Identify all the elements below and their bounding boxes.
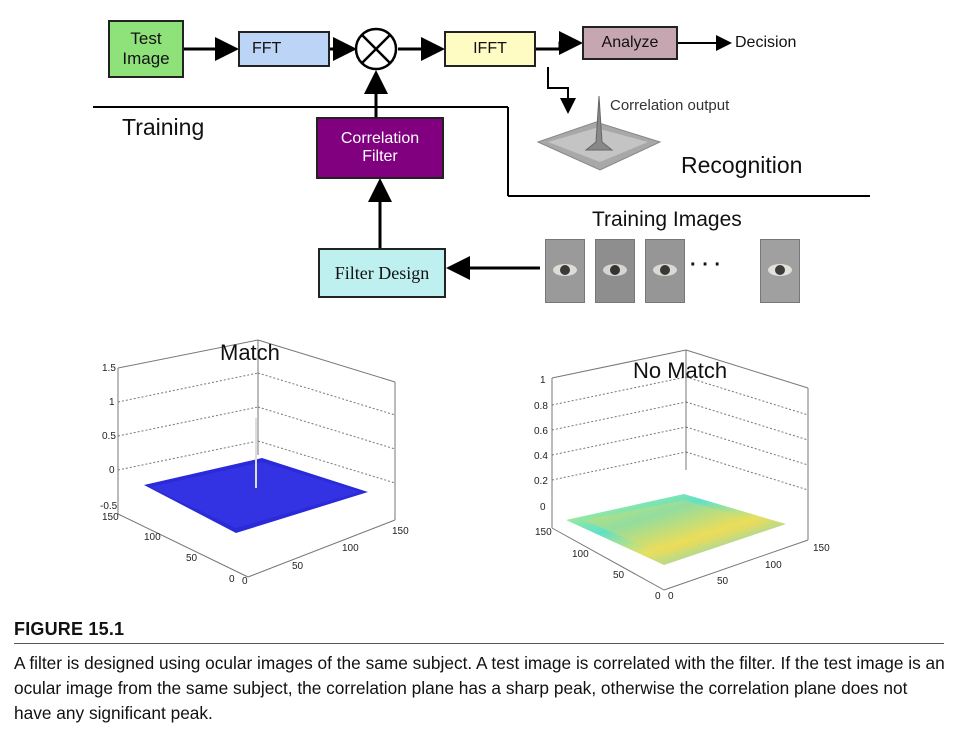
decision-label: Decision bbox=[735, 34, 797, 51]
flow-diagram-lines bbox=[93, 27, 870, 591]
nomatch-z-tick: 1 bbox=[540, 375, 546, 386]
training-images-label: Training Images bbox=[592, 208, 742, 231]
analyze-box: Analyze bbox=[582, 26, 678, 60]
match-x-tick: 50 bbox=[292, 561, 304, 572]
training-image-thumb-n bbox=[760, 239, 800, 303]
recognition-label: Recognition bbox=[681, 152, 803, 178]
fft-box: FFT bbox=[238, 31, 330, 67]
nomatch-z-tick: 0.6 bbox=[534, 426, 548, 437]
nomatch-plot-title: No Match bbox=[633, 358, 728, 383]
nomatch-x-tick: 150 bbox=[813, 543, 830, 554]
match-plot-title: Match bbox=[220, 340, 280, 365]
figure-label: FIGURE 15.1 bbox=[14, 619, 125, 639]
ifft-box: IFFT bbox=[444, 31, 536, 67]
eye-icon bbox=[761, 240, 799, 302]
nomatch-y-tick: 100 bbox=[572, 549, 589, 560]
nomatch-z-tick: 0.8 bbox=[534, 401, 548, 412]
correlation-filter-box: Correlation Filter bbox=[316, 117, 444, 179]
nomatch-z-tick: 0 bbox=[540, 502, 546, 513]
match-z-tick: 0 bbox=[109, 465, 115, 476]
multiplier-icon bbox=[354, 27, 398, 71]
nomatch-x-tick: 0 bbox=[668, 591, 674, 602]
match-y-tick: 150 bbox=[102, 512, 119, 523]
nomatch-y-tick: 0 bbox=[655, 591, 661, 602]
match-y-tick: 0 bbox=[229, 574, 235, 585]
match-z-tick: 0.5 bbox=[102, 431, 116, 442]
match-x-tick: 150 bbox=[392, 526, 409, 537]
caption-divider bbox=[14, 643, 944, 644]
match-z-tick: -0.5 bbox=[100, 501, 118, 512]
arrow-ifft-to-output bbox=[547, 67, 576, 114]
match-z-tick: 1.5 bbox=[102, 363, 116, 374]
nomatch-y-tick: 50 bbox=[613, 570, 625, 581]
nomatch-y-tick: 150 bbox=[535, 527, 552, 538]
correlation-output-label: Correlation output bbox=[610, 97, 730, 114]
arrow-ifft-to-analyze bbox=[536, 31, 583, 55]
nomatch-x-tick: 100 bbox=[765, 560, 782, 571]
nomatch-z-tick: 0.4 bbox=[534, 451, 548, 462]
training-image-thumb-3 bbox=[645, 239, 685, 303]
test-image-box: Test Image bbox=[108, 20, 184, 78]
training-image-thumb-2 bbox=[595, 239, 635, 303]
match-x-tick: 0 bbox=[242, 576, 248, 587]
match-y-tick: 100 bbox=[144, 532, 161, 543]
filter-design-box: Filter Design bbox=[318, 248, 446, 298]
training-image-thumb-1 bbox=[545, 239, 585, 303]
nomatch-x-tick: 50 bbox=[717, 576, 729, 587]
figure-caption: A filter is designed using ocular images… bbox=[14, 653, 945, 723]
training-images-ellipsis: · · · bbox=[690, 254, 722, 276]
nomatch-z-tick: 0.2 bbox=[534, 476, 548, 487]
correlation-output-surface-icon bbox=[536, 95, 662, 171]
match-x-tick: 100 bbox=[342, 543, 359, 554]
eye-icon bbox=[646, 240, 684, 302]
match-z-tick: 1 bbox=[109, 397, 115, 408]
match-y-tick: 50 bbox=[186, 553, 198, 564]
match-surface bbox=[144, 418, 368, 533]
eye-icon bbox=[546, 240, 584, 302]
eye-icon bbox=[596, 240, 634, 302]
training-label: Training bbox=[122, 114, 205, 140]
nomatch-plot-frame bbox=[551, 349, 809, 591]
match-plot-frame bbox=[117, 339, 396, 578]
nomatch-surface bbox=[566, 494, 786, 565]
